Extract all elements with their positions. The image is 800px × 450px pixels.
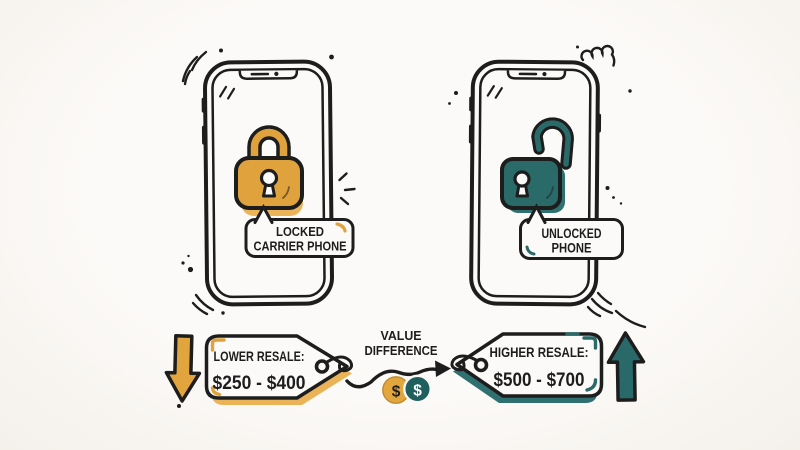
value-label-line2: DIFFERENCE (365, 344, 438, 358)
doodle-dots-right (448, 45, 632, 205)
higher-tag-range: $500 - $700 (494, 369, 585, 391)
coin-gold-symbol: $ (392, 384, 401, 401)
coin-teal-symbol: $ (413, 383, 422, 400)
tag-string (450, 354, 478, 372)
right-bubble-label-line1: UNLOCKED (542, 226, 602, 241)
price-tag-higher: HIGHER RESALE: $500 - $700 (450, 332, 604, 403)
left-bubble-label-line1: LOCKED (276, 224, 324, 239)
left-bubble-label-line2: CARRIER PHONE (254, 239, 347, 254)
tag-grommet (314, 359, 330, 374)
squiggle-doodle (580, 44, 616, 67)
camera-dot (542, 71, 547, 77)
speech-bubble-right: UNLOCKED PHONE (519, 203, 624, 260)
screen-shine (218, 85, 236, 100)
speech-bubble-left: LOCKED CARRIER PHONE (244, 203, 355, 258)
motion-lines-left-phone (181, 50, 215, 316)
tag-grommet (473, 357, 489, 373)
sparkle-lines (338, 172, 356, 206)
value-difference-label: VALUE DIFFERENCE (365, 329, 438, 358)
bubble-accent (525, 245, 536, 256)
value-label-line1: VALUE (381, 329, 422, 343)
tag-corner-accents (210, 338, 226, 397)
camera-dot (274, 71, 279, 77)
side-button (201, 125, 207, 145)
lock-closed-icon (234, 125, 304, 216)
tag-corner-accents (565, 332, 598, 392)
side-button (596, 113, 602, 133)
side-button (201, 97, 206, 113)
up-arrow-icon (606, 331, 646, 402)
higher-tag-title: HIGHER RESALE: (490, 344, 589, 360)
coin-teal-icon: $ (403, 374, 432, 404)
doodle-dots-left (177, 48, 334, 408)
screen-shine (486, 85, 503, 99)
tag-string (325, 355, 354, 373)
side-button (469, 96, 474, 112)
right-bubble-label-line2: PHONE (552, 241, 592, 256)
lower-tag-range: $250 - $400 (213, 372, 306, 394)
bubble-tail (253, 203, 274, 224)
down-arrow-icon (164, 334, 202, 403)
lower-tag-title: LOWER RESALE: (214, 348, 305, 364)
lock-open-icon (500, 117, 574, 213)
side-button (468, 124, 473, 144)
bubble-accent (335, 222, 347, 233)
price-tag-lower: LOWER RESALE: $250 - $400 (204, 334, 354, 405)
wavy-arrow-icon (345, 360, 451, 389)
bubble-tail (526, 203, 547, 224)
